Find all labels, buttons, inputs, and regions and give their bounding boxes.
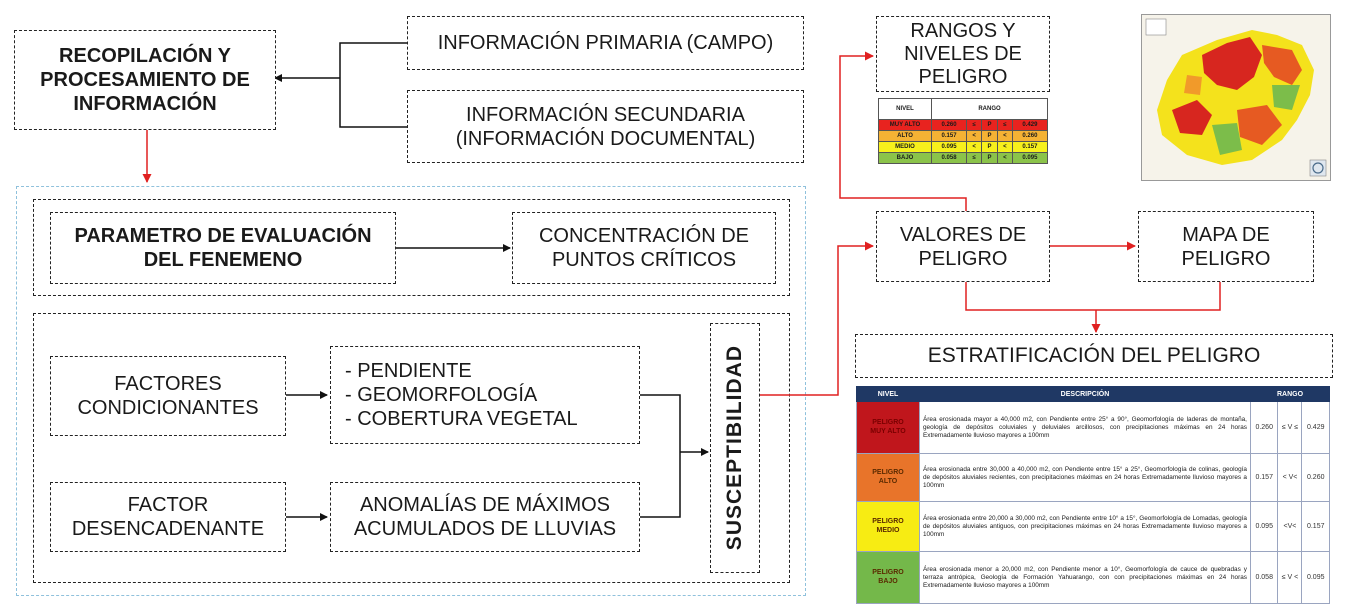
range-cell-op1: ≤ (966, 119, 983, 131)
range-cell-p: P (981, 152, 998, 164)
hazard-map (1141, 14, 1331, 181)
strat-range-high: 0.157 (1301, 501, 1330, 552)
informacion-secundaria-box: INFORMACIÓN SECUNDARIA (INFORMACIÓN DOCU… (407, 90, 804, 163)
strat-header-nivel: NIVEL (856, 386, 920, 402)
concentracion-box: CONCENTRACIÓN DE PUNTOS CRÍTICOS (512, 212, 776, 284)
strat-range-low: 0.095 (1249, 501, 1279, 552)
parametro-box: PARAMETRO DE EVALUACIÓN DEL FENEMENO (50, 212, 396, 284)
factor-desencadenante-box: FACTOR DESENCADENANTE (50, 482, 286, 552)
range-cell-op2: < (996, 152, 1013, 164)
range-cell-high: 0.095 (1011, 152, 1049, 164)
factores-condicionantes-box: FACTORES CONDICIONANTES (50, 356, 286, 436)
susceptibilidad-box: SUSCEPTIBILIDAD (710, 323, 760, 573)
susceptibilidad-label: SUSCEPTIBILIDAD (723, 345, 747, 551)
stratification-table: NIVEL DESCRIPCIÓN RANGO PELIGRO MUY ALTO… (856, 386, 1331, 604)
valores-peligro-box: VALORES DE PELIGRO (876, 211, 1050, 282)
recopilacion-box: RECOPILACIÓN Y PROCESAMIENTO DE INFORMAC… (14, 30, 276, 130)
range-cell-nivel: BAJO (878, 152, 932, 164)
strat-range-high: 0.429 (1301, 401, 1330, 454)
range-cell-low: 0.058 (930, 152, 968, 164)
range-cell-low: 0.095 (930, 141, 968, 153)
range-cell-op1: < (966, 130, 983, 142)
range-cell-low: 0.157 (930, 130, 968, 142)
strat-range-op: <V< (1277, 501, 1303, 552)
range-table-header-nivel: NIVEL (878, 98, 932, 120)
strat-range-op: < V< (1277, 453, 1303, 502)
strat-range-op: ≤ V ≤ (1277, 401, 1303, 454)
range-cell-high: 0.157 (1011, 141, 1049, 153)
strat-level: PELIGRO MEDIO (856, 501, 920, 552)
range-cell-high: 0.260 (1011, 130, 1049, 142)
strat-level: PELIGRO ALTO (856, 453, 920, 502)
strat-description: Área erosionada mayor a 40,000 m2, con P… (919, 401, 1251, 454)
range-cell-low: 0.260 (930, 119, 968, 131)
strat-range-high: 0.095 (1301, 551, 1330, 604)
strat-header-descripcion: DESCRIPCIÓN (919, 386, 1251, 402)
informacion-primaria-box: INFORMACIÓN PRIMARIA (CAMPO) (407, 16, 804, 70)
anomalias-box: ANOMALÍAS DE MÁXIMOS ACUMULADOS DE LLUVI… (330, 482, 640, 552)
strat-description: Área erosionada entre 20,000 a 30,000 m2… (919, 501, 1251, 552)
range-cell-op2: < (996, 130, 1013, 142)
factors-panel (33, 313, 790, 583)
range-cell-p: P (981, 141, 998, 153)
strat-range-low: 0.260 (1249, 401, 1279, 454)
range-cell-op2: < (996, 141, 1013, 153)
strat-level: PELIGRO MUY ALTO (856, 401, 920, 454)
strat-range-op: ≤ V < (1277, 551, 1303, 604)
range-cell-op2: ≤ (996, 119, 1013, 131)
range-table-header-rango: RANGO (931, 98, 1048, 120)
strat-description: Área erosionada menor a 20,000 m2, con P… (919, 551, 1251, 604)
mapa-peligro-box: MAPA DE PELIGRO (1138, 211, 1314, 282)
strat-header-rango: RANGO (1249, 386, 1331, 402)
strat-range-low: 0.157 (1249, 453, 1279, 502)
range-cell-op1: ≤ (966, 152, 983, 164)
strat-level: PELIGRO BAJO (856, 551, 920, 604)
estratificacion-box: ESTRATIFICACIÓN DEL PELIGRO (855, 334, 1333, 378)
strat-description: Área erosionada entre 30,000 a 40,000 m2… (919, 453, 1251, 502)
range-cell-p: P (981, 119, 998, 131)
hazard-map-image (1142, 15, 1330, 180)
condicionantes-list-box: - PENDIENTE - GEOMORFOLOGÍA - COBERTURA … (330, 346, 640, 444)
range-cell-nivel: ALTO (878, 130, 932, 142)
range-cell-op1: < (966, 141, 983, 153)
range-cell-nivel: MEDIO (878, 141, 932, 153)
strat-range-high: 0.260 (1301, 453, 1330, 502)
strat-range-low: 0.058 (1249, 551, 1279, 604)
rangos-niveles-box: RANGOS Y NIVELES DE PELIGRO (876, 16, 1050, 92)
range-cell-nivel: MUY ALTO (878, 119, 932, 131)
range-cell-high: 0.429 (1011, 119, 1049, 131)
range-cell-p: P (981, 130, 998, 142)
